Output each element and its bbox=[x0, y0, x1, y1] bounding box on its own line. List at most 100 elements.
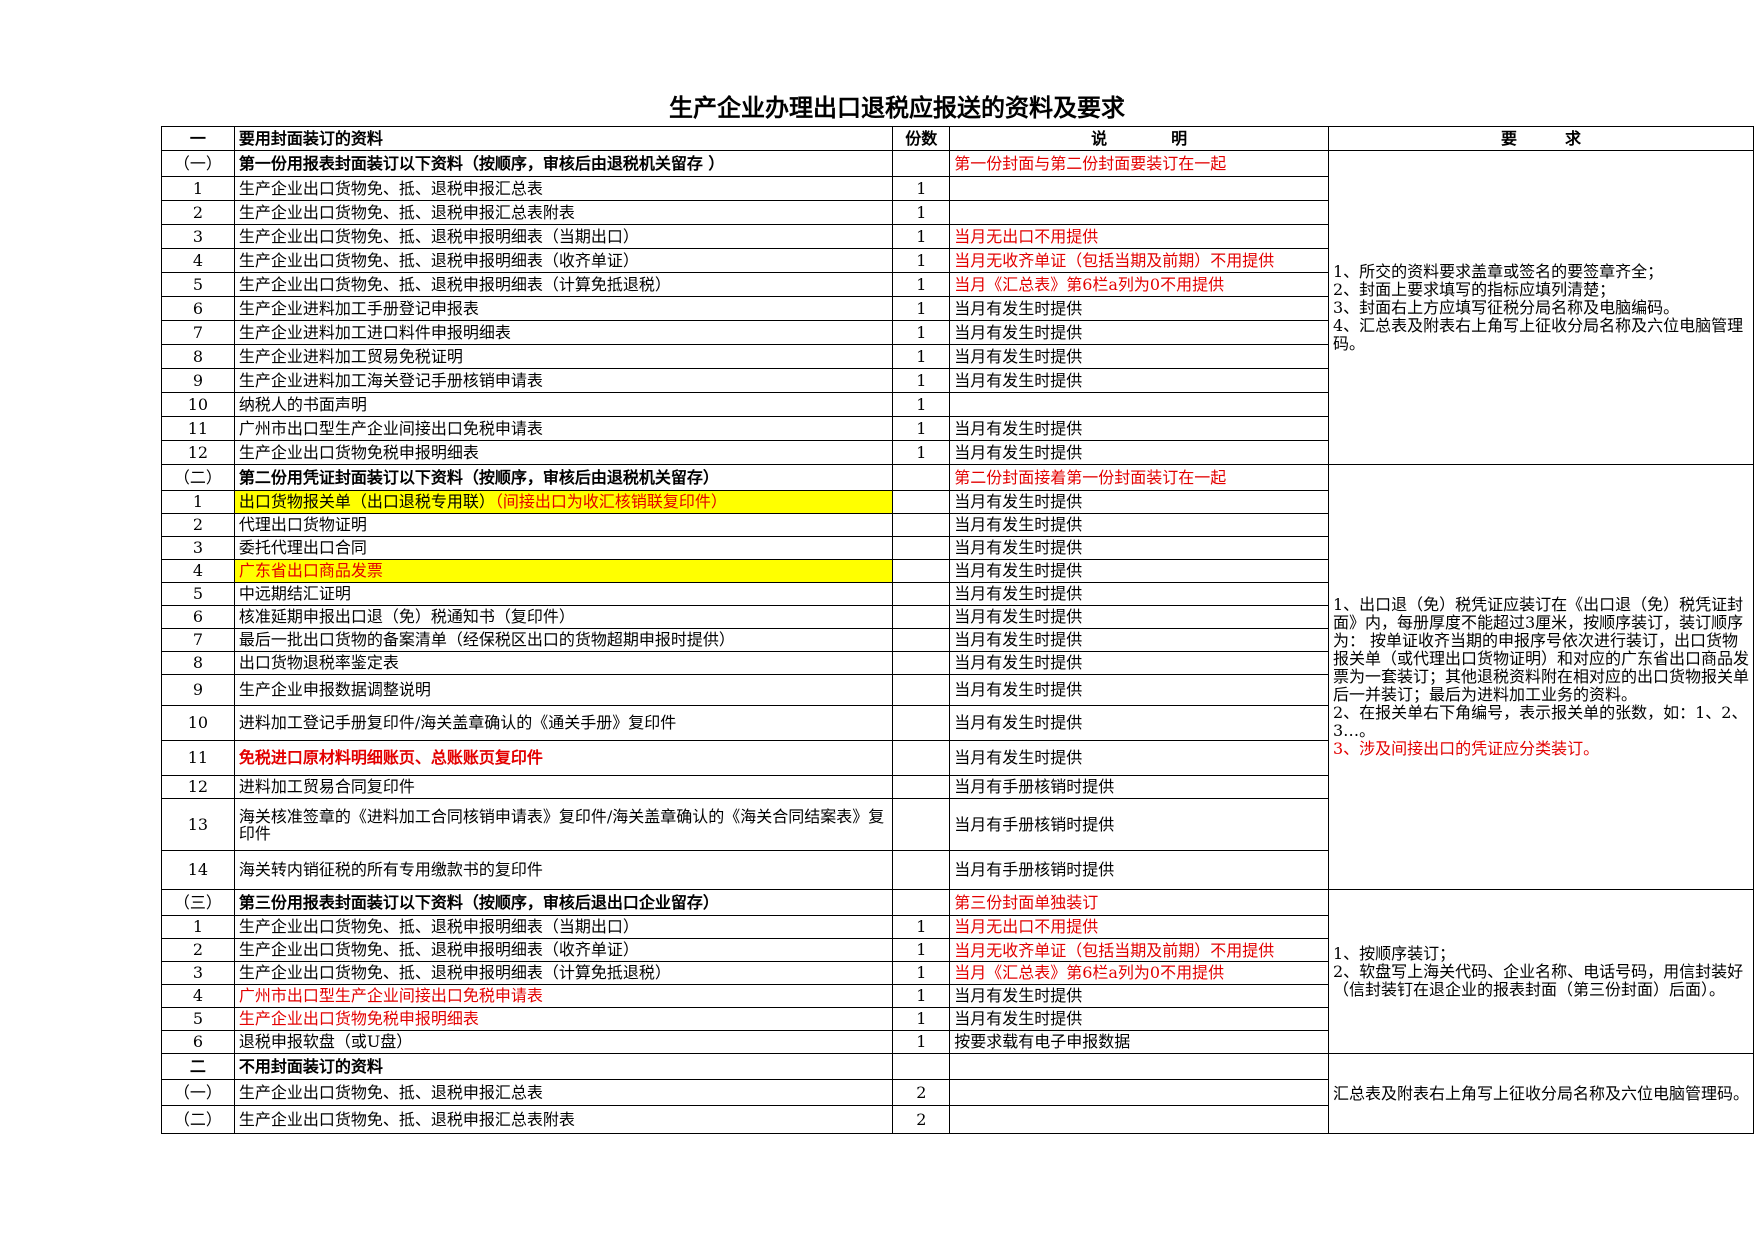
item-cell: 代理出口货物证明 bbox=[233, 513, 894, 537]
section-title: 第一份用报表封面装订以下资料（按顺序，审核后由退税机关留存 ） bbox=[233, 150, 894, 177]
item-cell: 生产企业出口货物免、抵、退税申报汇总表 bbox=[233, 1079, 894, 1106]
table-row: 9 生产企业申报数据调整说明 当月有发生时提供 bbox=[161, 674, 1754, 706]
copies-cell: 1 bbox=[892, 296, 951, 321]
copies-cell: 2 bbox=[892, 1105, 951, 1134]
copies-cell: 1 bbox=[892, 392, 951, 417]
section-title: 不用封面装订的资料 bbox=[233, 1053, 894, 1080]
row-number: 14 bbox=[161, 850, 235, 890]
copies-cell bbox=[892, 605, 951, 629]
table-row: 6 核准延期申报出口退（免）税通知书（复印件） 当月有发生时提供 bbox=[161, 605, 1754, 629]
note-cell: 当月无收齐单证（包括当期及前期）不用提供 bbox=[949, 938, 1329, 962]
requirement-text: 汇总表及附表右上角写上征收分局名称及六位电脑管理码。 bbox=[1332, 1083, 1749, 1103]
item-cell: 生产企业出口货物免、抵、退税申报明细表（收齐单证） bbox=[233, 248, 894, 273]
row-number: 7 bbox=[161, 320, 235, 345]
section-title: 第三份用报表封面装订以下资料（按顺序，审核后退出口企业留存） bbox=[233, 889, 894, 916]
item-cell: 海关核准签章的《进料加工合同核销申请表》复印件/海关盖章确认的《海关合同结案表》… bbox=[233, 798, 894, 851]
copies-cell: 1 bbox=[892, 344, 951, 369]
copies-cell: 2 bbox=[892, 1079, 951, 1106]
table-row: 12 进料加工贸易合同复印件 当月有手册核销时提供 bbox=[161, 775, 1754, 799]
item-cell: 生产企业出口货物免、抵、退税申报汇总表 bbox=[233, 176, 894, 201]
row-number: 3 bbox=[161, 536, 235, 560]
copies-cell: 1 bbox=[892, 176, 951, 201]
page-title: 生产企业办理出口退税应报送的资料及要求 bbox=[669, 94, 1125, 122]
copies-cell: 1 bbox=[892, 224, 951, 249]
table-row: （二） 生产企业出口货物免、抵、退税申报汇总表附表 2 bbox=[161, 1105, 1754, 1134]
copies-cell bbox=[892, 628, 951, 652]
item-cell: 广东省出口商品发票 bbox=[233, 559, 894, 583]
row-number: （二） bbox=[161, 1105, 235, 1134]
row-number: 9 bbox=[161, 368, 235, 393]
row-number: 12 bbox=[161, 775, 235, 799]
item-cell: 出口货物退税率鉴定表 bbox=[233, 651, 894, 675]
item-cell: 海关转内销征税的所有专用缴款书的复印件 bbox=[233, 850, 894, 890]
copies-cell: 1 bbox=[892, 915, 951, 939]
copies-cell: 1 bbox=[892, 984, 951, 1008]
row-number: 11 bbox=[161, 740, 235, 776]
note-cell: 当月有发生时提供 bbox=[949, 344, 1329, 369]
item-cell: 出口货物报关单（出口退税专用联）（间接出口为收汇核销联复印件） bbox=[233, 490, 894, 514]
note-text: 当月无收齐单证（包括当期及前期）不用提供 bbox=[954, 251, 1275, 270]
row-number: 1 bbox=[161, 176, 235, 201]
table-row: 11 免税进口原材料明细账页、总账账页复印件 当月有发生时提供 bbox=[161, 740, 1754, 776]
note-cell: 当月无出口不用提供 bbox=[949, 224, 1329, 249]
table-row: 12 生产企业出口货物免税申报明细表 1 当月有发生时提供 bbox=[161, 440, 1754, 465]
item-cell: 进料加工贸易合同复印件 bbox=[233, 775, 894, 799]
row-number: 6 bbox=[161, 296, 235, 321]
row-number: 12 bbox=[161, 440, 235, 465]
section-row: （三） 第三份用报表封面装订以下资料（按顺序，审核后退出口企业留存） 第三份封面… bbox=[161, 889, 1754, 1054]
item-cell: 退税申报软盘（或U盘） bbox=[233, 1030, 894, 1054]
note-cell: 当月《汇总表》第6栏a列为0不用提供 bbox=[949, 961, 1329, 985]
row-number: 8 bbox=[161, 344, 235, 369]
copies-cell bbox=[892, 775, 951, 799]
table-row: 2 生产企业出口货物免、抵、退税申报汇总表附表 1 bbox=[161, 200, 1754, 225]
table-row: 8 出口货物退税率鉴定表 当月有发生时提供 bbox=[161, 651, 1754, 675]
copies-cell bbox=[892, 674, 951, 706]
note-cell: 当月有发生时提供 bbox=[949, 1007, 1329, 1031]
row-number: （一） bbox=[161, 1079, 235, 1106]
note-cell: 当月有发生时提供 bbox=[949, 320, 1329, 345]
note-cell bbox=[949, 200, 1329, 225]
section-row: （一） 第一份用报表封面装订以下资料（按顺序，审核后由退税机关留存 ） 第一份封… bbox=[161, 150, 1754, 465]
note-cell: 当月有发生时提供 bbox=[949, 740, 1329, 776]
row-number: 9 bbox=[161, 674, 235, 706]
item-cell: 生产企业出口货物免税申报明细表 bbox=[233, 440, 894, 465]
note-cell: 当月有发生时提供 bbox=[949, 582, 1329, 606]
copies-cell bbox=[892, 582, 951, 606]
row-number: 2 bbox=[161, 200, 235, 225]
note-cell: 当月无出口不用提供 bbox=[949, 915, 1329, 939]
row-number: 4 bbox=[161, 559, 235, 583]
row-number: 7 bbox=[161, 628, 235, 652]
requirement-cell: 1、所交的资料要求盖章或签名的要签章齐全； 2、封面上要求填写的指标应填列清楚；… bbox=[1327, 150, 1754, 465]
note-cell: 当月有发生时提供 bbox=[949, 513, 1329, 537]
item-cell: 生产企业进料加工贸易免税证明 bbox=[233, 344, 894, 369]
copies-cell bbox=[892, 1053, 951, 1080]
note-cell: 当月有发生时提供 bbox=[949, 984, 1329, 1008]
section-number: （一） bbox=[161, 150, 235, 177]
item-cell: 生产企业出口货物免税申报明细表 bbox=[233, 1007, 894, 1031]
note-cell: 第三份封面单独装订 bbox=[949, 889, 1329, 916]
note-cell bbox=[949, 176, 1329, 201]
item-cell: 最后一批出口货物的备案清单（经保税区出口的货物超期申报时提供） bbox=[233, 628, 894, 652]
item-cell: 广州市出口型生产企业间接出口免税申请表 bbox=[233, 416, 894, 441]
item-cell: 中远期结汇证明 bbox=[233, 582, 894, 606]
item-text: 出口货物报关单（出口退税专用联） bbox=[238, 492, 495, 511]
table-row: 7 最后一批出口货物的备案清单（经保税区出口的货物超期申报时提供） 当月有发生时… bbox=[161, 628, 1754, 652]
requirement-text-red: 3、涉及间接出口的凭证应分类装订。 bbox=[1332, 739, 1600, 758]
item-cell: 免税进口原材料明细账页、总账账页复印件 bbox=[233, 740, 894, 776]
copies-cell bbox=[892, 490, 951, 514]
table-row: 5 生产企业出口货物免税申报明细表 1 当月有发生时提供 bbox=[161, 1007, 1754, 1031]
copies-cell bbox=[892, 705, 951, 741]
row-number: 3 bbox=[161, 961, 235, 985]
requirement-text: 1、所交的资料要求盖章或签名的要签章齐全； 2、封面上要求填写的指标应填列清楚；… bbox=[1332, 261, 1744, 353]
table-row: 14 海关转内销征税的所有专用缴款书的复印件 当月有手册核销时提供 bbox=[161, 850, 1754, 890]
copies-cell: 1 bbox=[892, 440, 951, 465]
requirement-text: 1、按顺序装订； 2、软盘写上海关代码、企业名称、电话号码，用信封装好（信封装钉… bbox=[1332, 943, 1744, 999]
table-row: 5 中远期结汇证明 当月有发生时提供 bbox=[161, 582, 1754, 606]
note-cell: 当月有发生时提供 bbox=[949, 440, 1329, 465]
note-cell: 当月有发生时提供 bbox=[949, 490, 1329, 514]
note-cell: 第一份封面与第二份封面要装订在一起 bbox=[949, 150, 1329, 177]
item-cell: 广州市出口型生产企业间接出口免税申请表 bbox=[233, 984, 894, 1008]
row-number: 6 bbox=[161, 605, 235, 629]
copies-cell bbox=[892, 464, 951, 491]
copies-cell: 1 bbox=[892, 320, 951, 345]
